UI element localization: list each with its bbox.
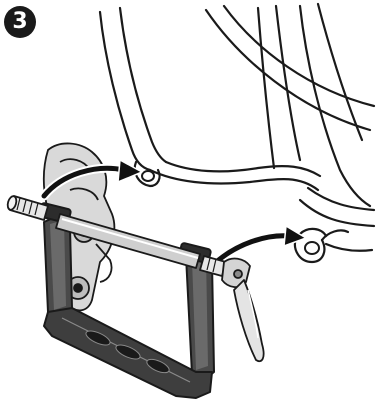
left-dropout-icon xyxy=(142,171,154,181)
bicycle-frame-rear-icon xyxy=(100,4,374,262)
quick-release-lever-icon xyxy=(222,259,264,362)
step-number-badge: 3 xyxy=(4,6,36,38)
fork-mount-adapter-icon xyxy=(39,203,214,398)
right-dropout-icon xyxy=(305,242,319,254)
insert-arrow-right-icon xyxy=(214,226,306,264)
thru-axle-skewer-icon xyxy=(6,195,226,276)
